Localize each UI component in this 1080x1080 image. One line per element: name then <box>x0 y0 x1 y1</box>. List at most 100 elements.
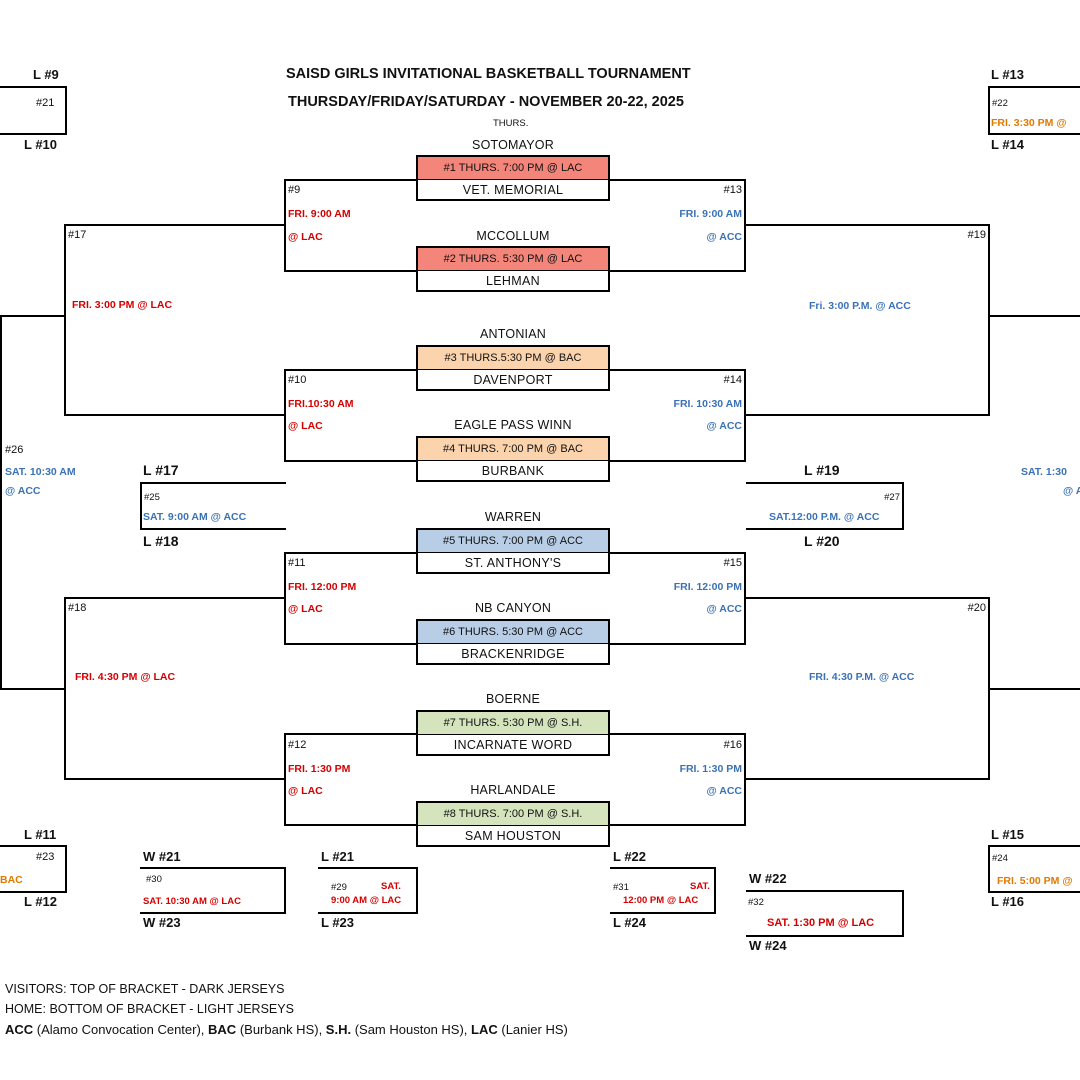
team-name: LEHMAN <box>486 274 540 288</box>
consolation-source-label: L #13 <box>991 67 1025 82</box>
game-box-4: #4 THURS. 7:00 PM @ BAC BURBANK <box>416 436 610 482</box>
game-number: #13 <box>723 184 742 196</box>
game-number: #25 <box>144 492 160 503</box>
consolation-source-label: W #23 <box>143 915 181 930</box>
game-box-7: #7 THURS. 5:30 PM @ S.H. INCARNATE WORD <box>416 710 610 756</box>
consolation-source-label: L #9 <box>33 67 59 82</box>
team-name: ANTONIAN <box>480 327 546 341</box>
game-label: #4 THURS. 7:00 PM @ BAC <box>418 438 608 461</box>
game-venue: @ A <box>1063 485 1080 497</box>
consolation-source-label: L #16 <box>991 894 1025 909</box>
consolation-source-label: L #21 <box>321 849 355 864</box>
game-time: Fri. 3:00 P.M. @ ACC <box>809 300 911 312</box>
team-name: DAVENPORT <box>473 373 553 387</box>
game-number: #9 <box>288 184 301 196</box>
team-name: INCARNATE WORD <box>453 738 573 752</box>
legend-venue-code: LAC <box>471 1022 498 1037</box>
legend-venue-code: BAC <box>208 1022 237 1037</box>
game-venue: @ ACC <box>706 420 742 432</box>
game-number: #16 <box>723 739 742 751</box>
game-number: #18 <box>68 602 87 614</box>
game-box-6: #6 THURS. 5:30 PM @ ACC BRACKENRIDGE <box>416 619 610 665</box>
consolation-source-label: L #22 <box>613 849 647 864</box>
consolation-source-label: L #20 <box>804 533 840 549</box>
consolation-source-label: L #23 <box>321 915 355 930</box>
page-title: SAISD GIRLS INVITATIONAL BASKETBALL TOUR… <box>286 66 691 82</box>
game-number: #14 <box>723 374 742 386</box>
game-day: SAT. <box>690 881 710 892</box>
game-time: SAT. 10:30 AM <box>5 466 76 478</box>
game-time: FRI. 10:30 AM <box>673 398 742 410</box>
game-time: 12:00 PM @ LAC <box>623 895 699 906</box>
game-label: #8 THURS. 7:00 PM @ S.H. <box>418 803 608 826</box>
game-time: SAT. 1:30 PM @ LAC <box>767 917 875 929</box>
game-number: #17 <box>68 229 87 241</box>
game-label: #5 THURS. 7:00 PM @ ACC <box>418 530 608 553</box>
legend-venue-code: ACC <box>5 1022 34 1037</box>
team-name: BURBANK <box>481 464 545 478</box>
game-box-1: #1 THURS. 7:00 PM @ LAC VET. MEMORIAL <box>416 155 610 201</box>
game-label: #7 THURS. 5:30 PM @ S.H. <box>418 712 608 735</box>
consolation-source-label: L #12 <box>24 894 58 909</box>
game-number: #31 <box>613 882 629 893</box>
legend-visitors: VISITORS: TOP OF BRACKET - DARK JERSEYS <box>5 982 285 996</box>
game-time: FRI. 3:30 PM @ <box>991 117 1067 129</box>
game-label: #6 THURS. 5:30 PM @ ACC <box>418 621 608 644</box>
consolation-source-label: W #21 <box>143 849 181 864</box>
game-time: FRI. 4:30 PM @ LAC <box>75 671 176 683</box>
legend-venue-desc: (Burbank HS), <box>236 1022 326 1037</box>
team-name: BOERNE <box>486 692 540 706</box>
game-number: #32 <box>748 897 764 908</box>
team-name: VET. MEMORIAL <box>462 183 564 197</box>
consolation-source-label: L #15 <box>991 827 1025 842</box>
game-box-8: #8 THURS. 7:00 PM @ S.H. SAM HOUSTON <box>416 801 610 847</box>
game-number: #11 <box>288 557 306 569</box>
game-number: #23 <box>36 851 55 863</box>
team-name: NB CANYON <box>474 601 552 615</box>
game-box-2: #2 THURS. 5:30 PM @ LAC LEHMAN <box>416 246 610 292</box>
team-name: WARREN <box>484 510 542 524</box>
legend-venue-desc: (Sam Houston HS), <box>351 1022 472 1037</box>
team-name: SOTOMAYOR <box>472 138 554 152</box>
team-name: MCCOLLUM <box>476 229 550 243</box>
game-venue: @ ACC <box>706 785 742 797</box>
team-name: HARLANDALE <box>470 783 556 797</box>
game-time: 9:00 AM @ LAC <box>331 895 402 906</box>
game-number: #29 <box>331 882 347 893</box>
game-number: #20 <box>967 602 986 614</box>
consolation-source-label: L #17 <box>143 462 179 478</box>
game-time: BAC <box>0 874 23 886</box>
game-label: #1 THURS. 7:00 PM @ LAC <box>418 157 608 180</box>
game-label: #3 THURS.5:30 PM @ BAC <box>418 347 608 370</box>
game-number: #22 <box>992 98 1008 109</box>
game-time: SAT. 9:00 AM @ ACC <box>143 511 247 523</box>
team-name: BRACKENRIDGE <box>461 647 565 661</box>
day-label: THURS. <box>493 118 529 129</box>
game-time: FRI. 9:00 AM <box>679 208 742 220</box>
game-number: #26 <box>5 444 24 456</box>
consolation-source-label: W #22 <box>749 871 787 886</box>
game-time: SAT. 10:30 AM @ LAC <box>143 896 241 907</box>
game-venue: @ ACC <box>706 231 742 243</box>
game-label: #2 THURS. 5:30 PM @ LAC <box>418 248 608 271</box>
game-time: FRI. 3:00 PM @ LAC <box>72 299 173 311</box>
game-time: FRI. 9:00 AM <box>288 208 351 220</box>
legend-home: HOME: BOTTOM OF BRACKET - LIGHT JERSEYS <box>5 1002 294 1016</box>
game-number: #24 <box>992 853 1008 864</box>
game-number: #27 <box>884 492 900 503</box>
game-time: FRI. 1:30 PM <box>679 763 742 775</box>
legend-venues: ACC (Alamo Convocation Center), BAC (Bur… <box>5 1022 568 1037</box>
team-name: ST. ANTHONY'S <box>464 556 562 570</box>
game-day: SAT. <box>381 881 401 892</box>
game-box-3: #3 THURS.5:30 PM @ BAC DAVENPORT <box>416 345 610 391</box>
game-time: FRI. 12:00 PM <box>288 581 357 593</box>
consolation-source-label: L #24 <box>613 915 647 930</box>
team-name: SAM HOUSTON <box>464 829 562 843</box>
game-time: SAT. 1:30 <box>1021 466 1067 478</box>
game-number: #30 <box>146 874 162 885</box>
game-number: #15 <box>723 557 742 569</box>
game-number: #10 <box>288 374 307 386</box>
game-box-5: #5 THURS. 7:00 PM @ ACC ST. ANTHONY'S <box>416 528 610 574</box>
game-time: FRI. 12:00 PM <box>673 581 742 593</box>
game-venue: @ LAC <box>288 785 323 797</box>
